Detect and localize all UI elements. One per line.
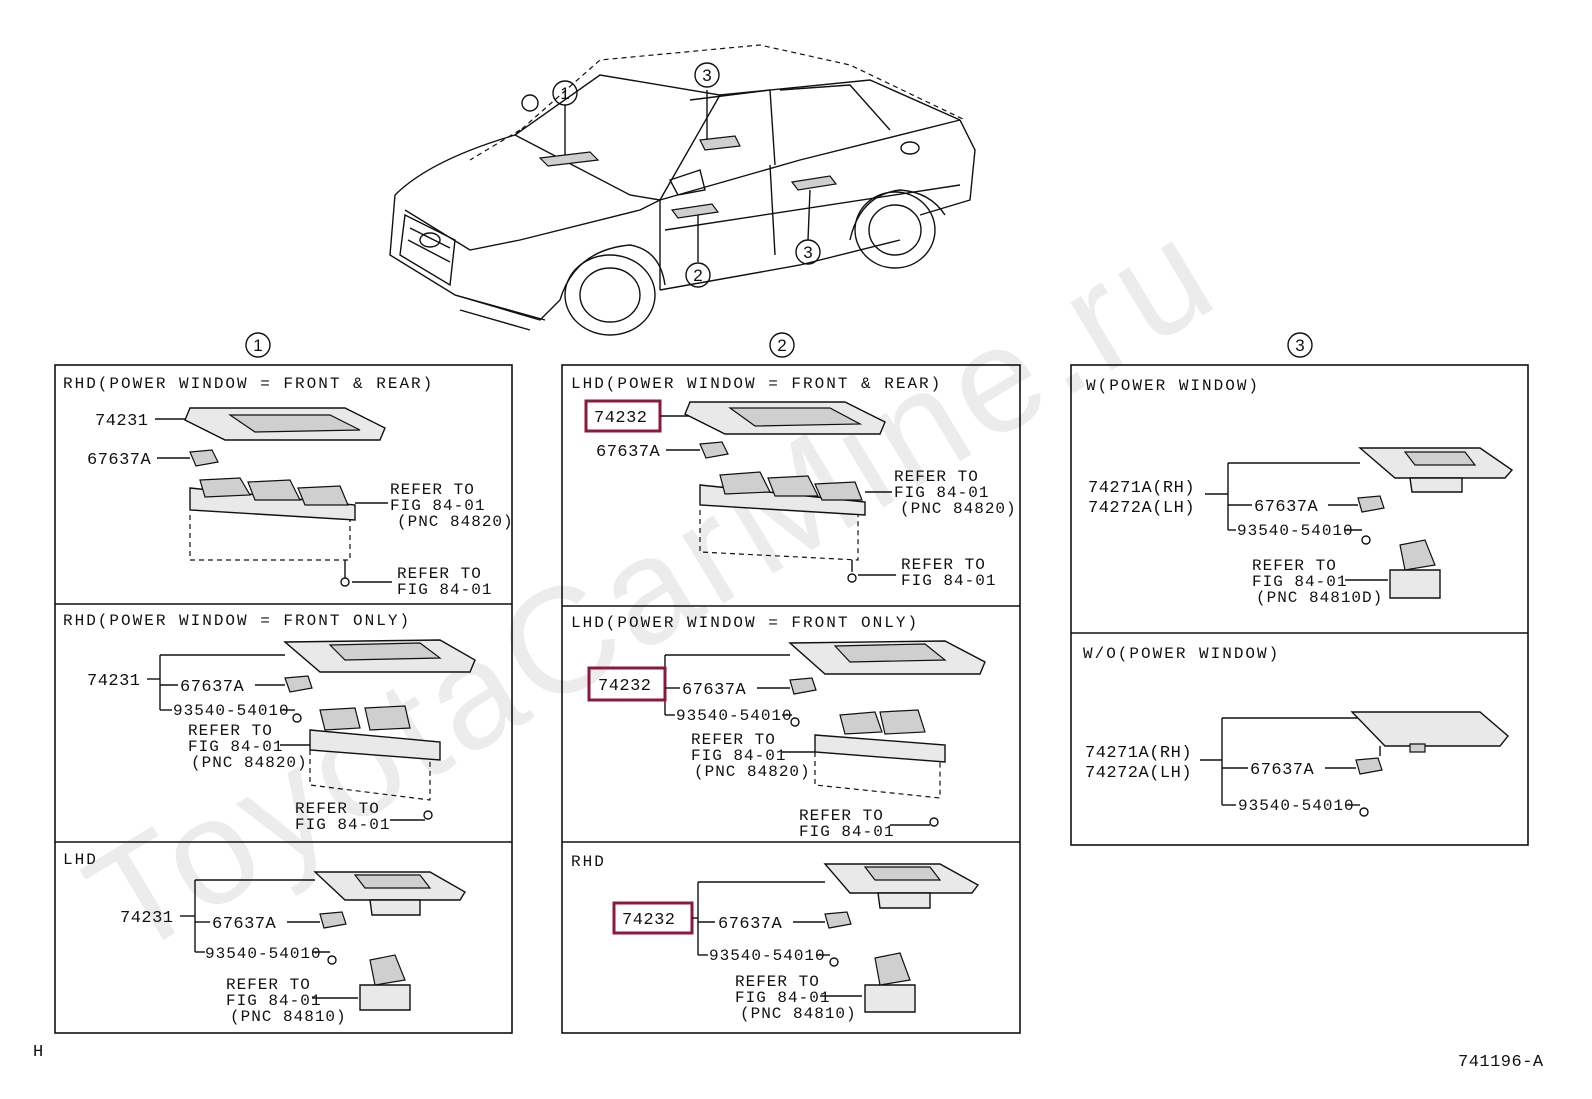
panel-3b-part-lh: 74272A(LH) bbox=[1085, 764, 1192, 783]
svg-text:FIG 84-01: FIG 84-01 bbox=[735, 989, 830, 1007]
svg-text:3: 3 bbox=[1295, 336, 1304, 355]
panel-1b-part-main: 74231 bbox=[87, 672, 141, 691]
panel-1b-header: RHD(POWER WINDOW = FRONT ONLY) bbox=[63, 612, 411, 630]
panel-2b-part-clip: 67637A bbox=[682, 681, 747, 700]
car-callout-3a: 3 bbox=[694, 62, 720, 88]
footer-left-mark: H bbox=[33, 1043, 44, 1062]
svg-text:(PNC 84820): (PNC 84820) bbox=[694, 763, 811, 781]
panel-3a-part-clip: 67637A bbox=[1254, 498, 1319, 517]
svg-text:(PNC 84810): (PNC 84810) bbox=[230, 1008, 347, 1026]
svg-text:1: 1 bbox=[253, 336, 262, 355]
panel-2b-part-main: 74232 bbox=[598, 677, 652, 696]
svg-text:3: 3 bbox=[702, 66, 711, 85]
svg-text:(PNC 84820): (PNC 84820) bbox=[900, 500, 1017, 518]
panel-1c-part-main: 74231 bbox=[120, 909, 174, 928]
car-callout-1: 1 bbox=[552, 80, 578, 106]
svg-text:(PNC 84810): (PNC 84810) bbox=[740, 1005, 857, 1023]
svg-text:3: 3 bbox=[803, 243, 812, 262]
panel-2c: RHD 74232 67637A 93540-54010 REFER TO FI… bbox=[571, 853, 980, 1023]
panel-1b: RHD(POWER WINDOW = FRONT ONLY) 74231 676… bbox=[63, 612, 476, 834]
svg-text:FIG 84-01: FIG 84-01 bbox=[188, 738, 283, 756]
car-illustration bbox=[389, 44, 976, 336]
car-callout-3b: 3 bbox=[795, 239, 821, 265]
svg-text:FIG 84-01: FIG 84-01 bbox=[397, 581, 492, 599]
panel-2a-header: LHD(POWER WINDOW = FRONT & REAR) bbox=[571, 375, 942, 393]
svg-text:FIG 84-01: FIG 84-01 bbox=[799, 823, 894, 841]
svg-text:REFER TO: REFER TO bbox=[894, 468, 979, 486]
svg-text:FIG 84-01: FIG 84-01 bbox=[226, 992, 321, 1010]
panel-3a-part-lh: 74272A(LH) bbox=[1088, 499, 1195, 518]
column-2-marker: 2 bbox=[769, 332, 795, 358]
svg-text:REFER TO: REFER TO bbox=[188, 722, 273, 740]
panel-1a-part-clip: 67637A bbox=[87, 451, 152, 470]
panel-2b-header: LHD(POWER WINDOW = FRONT ONLY) bbox=[571, 614, 919, 632]
panel-3b: W/O(POWER WINDOW) 74271A(RH) 74272A(LH) … bbox=[1083, 645, 1509, 817]
svg-text:2: 2 bbox=[693, 266, 702, 285]
panel-1c-part-screw: 93540-54010 bbox=[205, 945, 322, 963]
svg-text:REFER TO: REFER TO bbox=[226, 976, 311, 994]
panel-1b-part-screw: 93540-54010 bbox=[173, 702, 290, 720]
panel-2c-part-screw: 93540-54010 bbox=[709, 947, 826, 965]
svg-text:REFER TO: REFER TO bbox=[390, 481, 475, 499]
svg-text:FIG 84-01: FIG 84-01 bbox=[1252, 573, 1347, 591]
panel-2a-part-main: 74232 bbox=[594, 409, 648, 428]
svg-text:REFER TO: REFER TO bbox=[901, 556, 986, 574]
svg-text:FIG 84-01: FIG 84-01 bbox=[894, 484, 989, 502]
svg-text:FIG 84-01: FIG 84-01 bbox=[295, 816, 390, 834]
panel-3a-header: W(POWER WINDOW) bbox=[1086, 377, 1260, 395]
svg-text:REFER TO: REFER TO bbox=[691, 731, 776, 749]
panel-2a: LHD(POWER WINDOW = FRONT & REAR) 74232 6… bbox=[571, 375, 1017, 590]
panel-2c-header: RHD bbox=[571, 853, 606, 871]
column-2-frame bbox=[561, 364, 1021, 1034]
panel-1c-header: LHD bbox=[63, 851, 98, 869]
svg-text:2: 2 bbox=[777, 336, 786, 355]
panel-1a: RHD(POWER WINDOW = FRONT & REAR) 74231 6… bbox=[63, 375, 514, 599]
column-3-frame bbox=[1070, 364, 1529, 846]
panel-3b-part-screw: 93540-54010 bbox=[1238, 797, 1355, 815]
panel-3a-part-rh: 74271A(RH) bbox=[1088, 479, 1195, 498]
panel-3b-part-rh: 74271A(RH) bbox=[1085, 744, 1192, 763]
panel-3b-header: W/O(POWER WINDOW) bbox=[1083, 645, 1280, 663]
column-1-marker: 1 bbox=[245, 332, 271, 358]
svg-text:FIG 84-01: FIG 84-01 bbox=[390, 497, 485, 515]
svg-text:(PNC 84820): (PNC 84820) bbox=[191, 754, 308, 772]
svg-text:FIG 84-01: FIG 84-01 bbox=[691, 747, 786, 765]
panel-1b-part-clip: 67637A bbox=[180, 678, 245, 697]
column-3-marker: 3 bbox=[1287, 332, 1313, 358]
panel-1c-part-clip: 67637A bbox=[212, 915, 277, 934]
panel-3a-part-screw: 93540-54010 bbox=[1237, 522, 1354, 540]
panel-2a-part-clip: 67637A bbox=[596, 443, 661, 462]
panel-1c: LHD 74231 67637A 93540-54010 REFER TO FI… bbox=[63, 851, 466, 1026]
car-callout-2: 2 bbox=[685, 262, 711, 288]
svg-text:REFER TO: REFER TO bbox=[1252, 557, 1337, 575]
svg-text:REFER TO: REFER TO bbox=[295, 800, 380, 818]
panel-2c-part-clip: 67637A bbox=[718, 915, 783, 934]
panel-1a-header: RHD(POWER WINDOW = FRONT & REAR) bbox=[63, 375, 434, 393]
highlight-box-2b bbox=[587, 666, 667, 702]
watermark: ToyotaCarMine.ru bbox=[60, 184, 1244, 987]
svg-text:REFER TO: REFER TO bbox=[397, 565, 482, 583]
svg-text:REFER TO: REFER TO bbox=[735, 973, 820, 991]
panel-2c-part-main: 74232 bbox=[622, 911, 676, 930]
svg-text:(PNC 84810D): (PNC 84810D) bbox=[1256, 589, 1383, 607]
svg-text:(PNC 84820): (PNC 84820) bbox=[397, 513, 514, 531]
panel-2b-part-screw: 93540-54010 bbox=[676, 707, 793, 725]
svg-text:REFER TO: REFER TO bbox=[799, 807, 884, 825]
svg-text:FIG 84-01: FIG 84-01 bbox=[901, 572, 996, 590]
figure-number: 741196-A bbox=[1458, 1053, 1544, 1072]
panel-2b: LHD(POWER WINDOW = FRONT ONLY) 74232 676… bbox=[571, 614, 986, 841]
panel-3b-part-clip: 67637A bbox=[1250, 761, 1315, 780]
svg-text:1: 1 bbox=[560, 84, 569, 103]
column-1-frame bbox=[54, 364, 513, 1034]
panel-3a: W(POWER WINDOW) 74271A(RH) 74272A(LH) 67… bbox=[1086, 377, 1514, 607]
panel-1a-part-main: 74231 bbox=[95, 412, 149, 431]
